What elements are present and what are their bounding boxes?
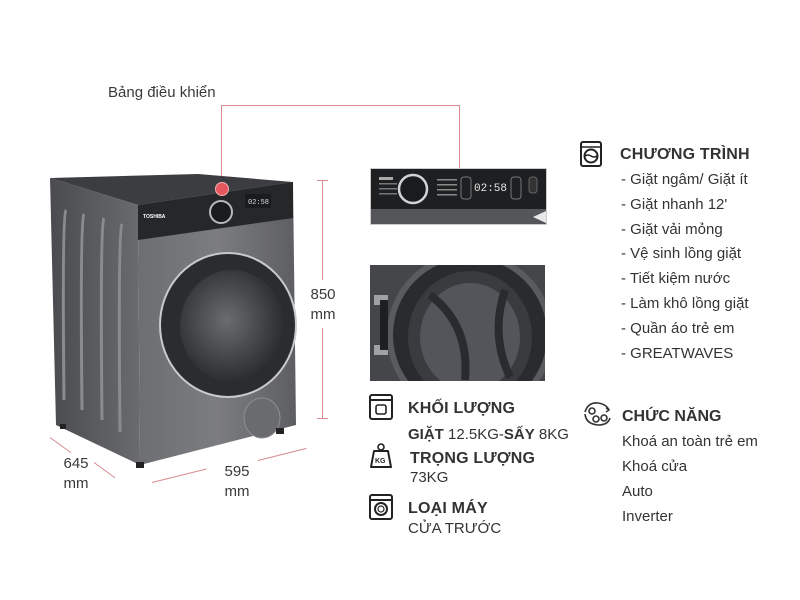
control-panel-callout-label: Bảng điều khiển bbox=[108, 84, 216, 101]
height-dimension-cap-bottom bbox=[317, 418, 328, 419]
width-dimension-line-left bbox=[151, 468, 207, 483]
machine-type-value: CỬA TRƯỚC bbox=[408, 520, 502, 537]
wash-label: GIẶT bbox=[408, 426, 444, 443]
program-item: - Tiết kiệm nước bbox=[621, 270, 731, 288]
height-dimension-line-top bbox=[322, 180, 323, 280]
features-title: CHỨC NĂNG bbox=[622, 408, 722, 425]
svg-text:TOSHIBA: TOSHIBA bbox=[143, 214, 166, 220]
program-item: - Giặt ngâm/ Giặt ít bbox=[621, 171, 748, 188]
panel-display-time: 02:58 bbox=[474, 183, 507, 195]
features-list: Khoá an toàn trẻ em Khoá cửa Auto Invert… bbox=[622, 429, 758, 529]
width-value: 595 bbox=[224, 463, 250, 480]
programs-title: CHƯƠNG TRÌNH bbox=[620, 146, 750, 163]
washing-machine-icon bbox=[580, 141, 602, 167]
program-item: - Làm khô lồng giặt bbox=[621, 294, 749, 312]
svg-text:KG: KG bbox=[375, 458, 386, 465]
control-panel-closeup-image: 02:58 bbox=[370, 168, 547, 225]
feature-item: Auto bbox=[622, 483, 653, 500]
machine-type-title: LOẠI MÁY bbox=[408, 500, 488, 517]
width-unit: mm bbox=[224, 483, 250, 500]
program-item: - GREATWAVES bbox=[621, 344, 734, 362]
kg-weight-icon: KG bbox=[369, 443, 393, 469]
height-unit: mm bbox=[310, 306, 336, 323]
programs-list: - Giặt ngâm/ Giặt ít - Giặt nhanh 12' - … bbox=[621, 168, 749, 366]
height-dimension-cap-top bbox=[317, 180, 328, 181]
front-load-washer-icon bbox=[369, 494, 393, 520]
capacity-icon bbox=[369, 394, 393, 420]
callout-line-vertical-right bbox=[459, 105, 460, 185]
program-item: - Quần áo trẻ em bbox=[621, 319, 735, 337]
washing-machine-drawing: 02:58 TOSHIBA bbox=[50, 174, 297, 468]
depth-value: 645 bbox=[63, 455, 89, 472]
program-item: - Vệ sinh lồng giặt bbox=[621, 245, 742, 263]
height-dimension-line-bottom bbox=[322, 328, 323, 418]
callout-dot bbox=[215, 182, 229, 196]
callout-line-vertical-left bbox=[221, 105, 222, 187]
machine-display-time: 02:58 bbox=[248, 199, 269, 207]
washing-machine-illustration: 02:58 TOSHIBA bbox=[48, 170, 308, 470]
height-value: 850 bbox=[310, 286, 336, 303]
dry-value: 8KG bbox=[538, 426, 569, 443]
callout-line-horizontal bbox=[221, 105, 460, 106]
weight-value: 73KG bbox=[410, 469, 449, 486]
gears-icon bbox=[582, 400, 612, 428]
depth-unit: mm bbox=[63, 475, 89, 492]
program-item: - Giặt nhanh 12' bbox=[621, 195, 728, 213]
height-dimension-label: 850 mm bbox=[303, 285, 343, 325]
wash-value: 12.5KG- bbox=[448, 426, 504, 443]
depth-dimension-label: 645 mm bbox=[56, 454, 96, 494]
feature-item: Khoá an toàn trẻ em bbox=[622, 433, 758, 450]
width-dimension-label: 595 mm bbox=[215, 462, 259, 502]
dry-label: SẤY bbox=[503, 426, 535, 443]
feature-item: Khoá cửa bbox=[622, 458, 688, 475]
feature-item: Inverter bbox=[622, 508, 673, 525]
capacity-title: KHỐI LƯỢNG bbox=[408, 400, 516, 417]
capacity-value: GIẶT 12.5KG-SẤY 8KG bbox=[408, 426, 569, 443]
drum-closeup-image bbox=[370, 265, 545, 381]
weight-title: TRỌNG LƯỢNG bbox=[410, 450, 536, 467]
program-item: - Giặt vải mỏng bbox=[621, 220, 723, 238]
